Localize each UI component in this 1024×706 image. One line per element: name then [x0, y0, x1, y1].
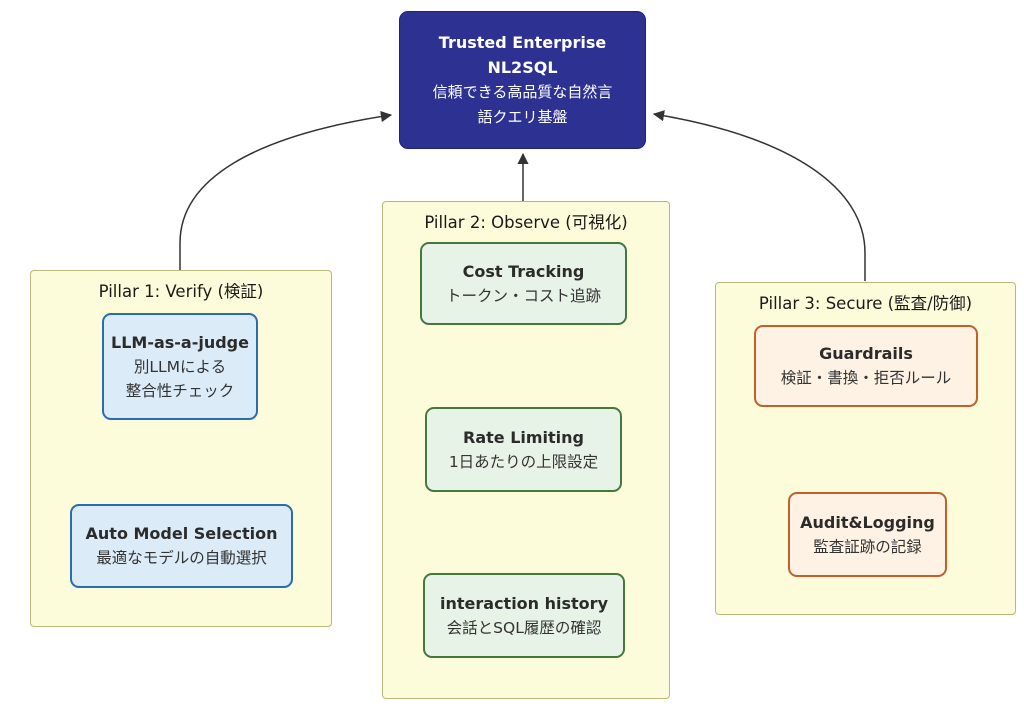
- node-title: Rate Limiting: [463, 427, 584, 447]
- node-interaction-history: interaction history 会話とSQL履歴の確認: [423, 573, 625, 658]
- pillar-2-observe-group: Pillar 2: Observe (可視化) Cost Tracking トー…: [382, 201, 670, 699]
- node-title: interaction history: [440, 593, 608, 613]
- root-subtitle-line: 信頼できる高品質な自然言: [432, 83, 613, 101]
- pillar-1-verify-group: Pillar 1: Verify (検証) LLM-as-a-judge 別LL…: [30, 270, 332, 627]
- node-cost-tracking: Cost Tracking トークン・コスト追跡: [420, 242, 627, 325]
- arrow-pillar1-to-root: [179, 110, 393, 270]
- node-subtitle-line: トークン・コスト追跡: [445, 286, 601, 305]
- arrow-pillar3-to-root: [652, 110, 866, 281]
- pillar-3-secure-group: Pillar 3: Secure (監査/防御) Guardrails 検証・書…: [715, 282, 1016, 615]
- node-subtitle-line: 会話とSQL履歴の確認: [446, 618, 602, 637]
- node-rate-limiting: Rate Limiting 1日あたりの上限設定: [425, 407, 622, 492]
- root-node-trusted-enterprise-nl2sql: Trusted Enterprise NL2SQL 信頼できる高品質な自然言 語…: [399, 11, 646, 149]
- node-title: Guardrails: [819, 344, 913, 363]
- node-subtitle-line: 監査証跡の記録: [813, 537, 922, 556]
- pillar-2-title: Pillar 2: Observe (可視化): [424, 213, 628, 232]
- node-title: Cost Tracking: [462, 261, 585, 281]
- pillar-1-title: Pillar 1: Verify (検証): [98, 282, 264, 301]
- pillar-3-title: Pillar 3: Secure (監査/防御): [758, 294, 973, 313]
- root-title-line: NL2SQL: [487, 58, 558, 77]
- root-subtitle-line: 語クエリ基盤: [477, 108, 568, 126]
- node-subtitle-line: 検証・書換・拒否ルール: [780, 369, 952, 387]
- node-subtitle-line: 整合性チェック: [125, 381, 235, 400]
- node-audit-logging: Audit&Logging 監査証跡の記録: [788, 492, 947, 577]
- node-llm-as-a-judge: LLM-as-a-judge 別LLMによる 整合性チェック: [102, 313, 258, 420]
- root-title-line: Trusted Enterprise: [438, 33, 607, 52]
- node-auto-model-selection: Auto Model Selection 最適なモデルの自動選択: [70, 504, 293, 588]
- node-guardrails: Guardrails 検証・書換・拒否ルール: [754, 325, 978, 407]
- node-subtitle-line: 最適なモデルの自動選択: [96, 549, 267, 567]
- node-title: LLM-as-a-judge: [111, 332, 249, 352]
- node-subtitle-line: 1日あたりの上限設定: [448, 452, 599, 471]
- node-title: Audit&Logging: [800, 512, 935, 532]
- node-subtitle-line: 別LLMによる: [133, 357, 227, 376]
- node-title: Auto Model Selection: [85, 524, 278, 543]
